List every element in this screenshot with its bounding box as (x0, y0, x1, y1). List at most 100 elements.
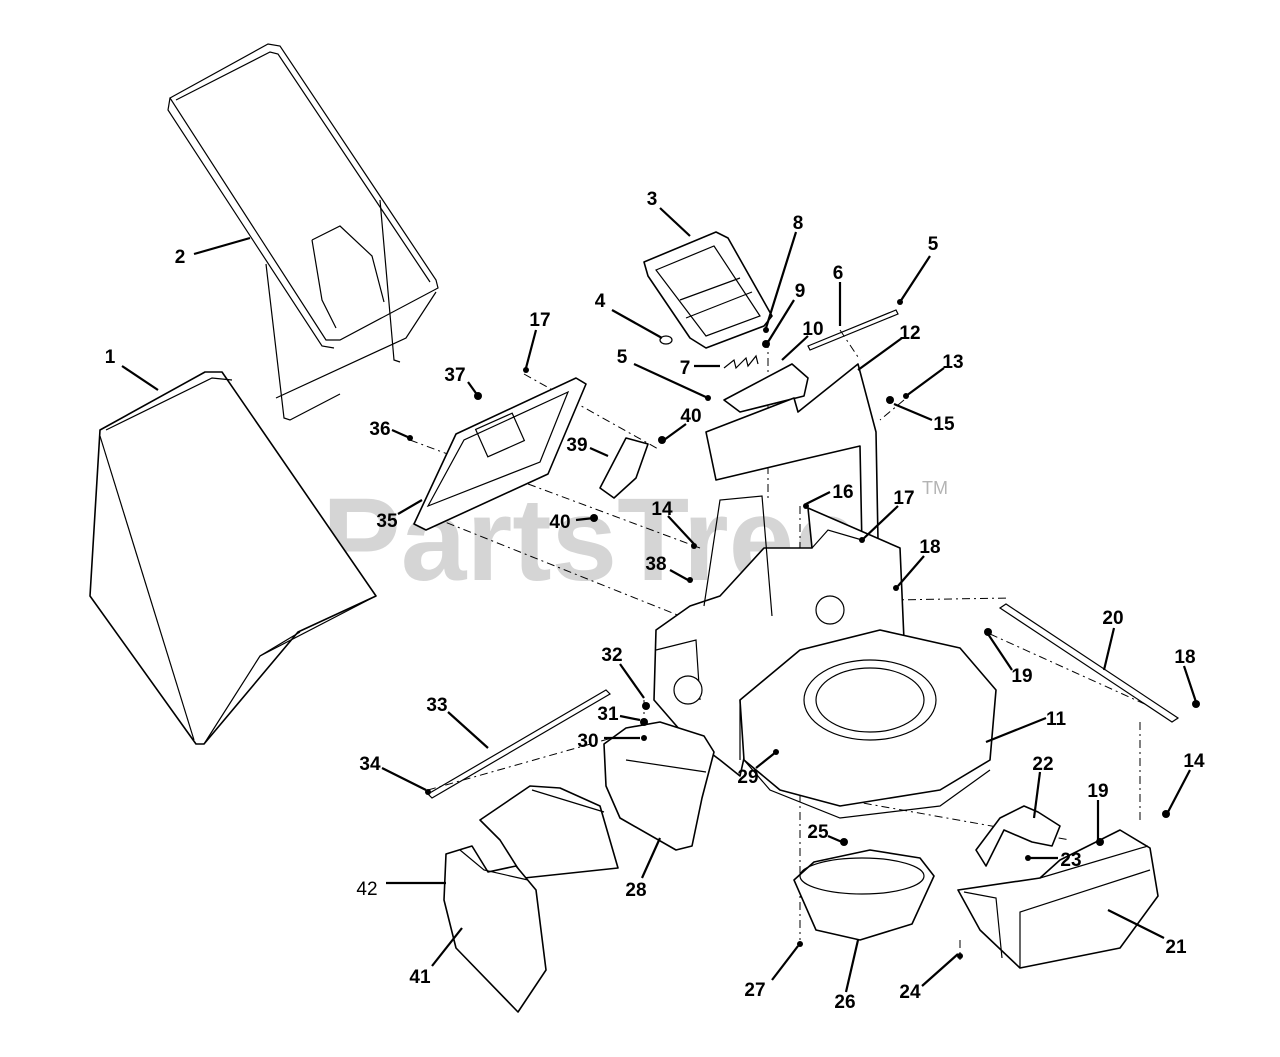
callout-leader-12 (857, 337, 903, 371)
callout-label-32: 32 (601, 645, 622, 666)
bag-frame (167, 43, 439, 421)
callout-leader-17b (861, 505, 899, 541)
callout-leader-14a (667, 515, 695, 545)
callout-label-18b: 18 (1174, 647, 1195, 668)
hinge-block (599, 437, 649, 499)
callout-label-10: 10 (802, 319, 823, 340)
callout-leader-4 (611, 309, 663, 339)
callout-labels: 1234556789101112131414151617171818191920… (105, 189, 1205, 1013)
blade-bowl (793, 849, 935, 941)
callout-leader-27 (771, 945, 799, 981)
callout-label-19b: 19 (1087, 781, 1108, 802)
callout-leader-2 (193, 236, 251, 256)
callout-leader-1 (121, 365, 159, 391)
callout-label-35: 35 (376, 511, 398, 532)
callout-leader-34 (381, 767, 427, 791)
callout-label-13: 13 (942, 352, 963, 373)
callout-leader-37 (467, 381, 479, 397)
callout-label-31: 31 (597, 704, 619, 725)
callout-label-27: 27 (744, 980, 765, 1001)
callout-label-41: 41 (409, 967, 431, 988)
callout-label-40b: 40 (549, 512, 570, 533)
callout-label-5a: 5 (928, 234, 939, 255)
callout-leader-16 (805, 491, 831, 505)
deck (739, 629, 997, 819)
callout-label-21: 21 (1165, 937, 1187, 958)
callout-label-36: 36 (369, 419, 390, 440)
callout-label-15: 15 (933, 414, 955, 435)
callout-label-38: 38 (645, 554, 666, 575)
callout-label-42: 42 (356, 879, 377, 900)
upper-handle (643, 231, 773, 349)
callout-leader-10 (781, 335, 809, 361)
callout-leader-22 (1032, 771, 1042, 819)
callout-leader-40a (663, 423, 687, 441)
rear-housing (957, 829, 1159, 969)
callout-label-25: 25 (807, 822, 829, 843)
callout-leader-11 (985, 716, 1047, 744)
callout-leader-31 (619, 714, 641, 722)
callout-leader-18b (1182, 665, 1198, 703)
rear-rod (998, 603, 1180, 723)
callout-label-24: 24 (899, 982, 921, 1003)
callout-label-19a: 19 (1011, 666, 1032, 687)
callout-label-28: 28 (625, 880, 646, 901)
discharge-chute (479, 785, 619, 879)
callout-leader-25 (827, 834, 843, 844)
callout-leader-24 (921, 953, 959, 987)
callout-label-11: 11 (1046, 709, 1067, 730)
callout-label-3: 3 (647, 189, 658, 210)
chute-cover (443, 845, 547, 1013)
callout-label-12: 12 (899, 323, 920, 344)
callout-leader-3 (659, 207, 691, 237)
callout-label-29: 29 (737, 767, 758, 788)
callout-label-23: 23 (1060, 850, 1081, 871)
watermark-trademark: TM (922, 478, 948, 498)
callout-label-5b: 5 (617, 347, 628, 368)
callout-leader-5a (899, 255, 931, 303)
callout-leader-33 (447, 711, 489, 749)
callout-leader-9 (767, 299, 795, 343)
callout-leader-35 (397, 499, 423, 515)
callout-leader-26 (844, 939, 860, 993)
callout-label-22: 22 (1032, 754, 1053, 775)
callout-leader-17a (524, 329, 538, 369)
callout-label-9: 9 (795, 281, 806, 302)
callout-label-30: 30 (577, 731, 598, 752)
callout-label-16: 16 (832, 482, 853, 503)
callout-label-7: 7 (680, 358, 691, 379)
callout-label-26: 26 (834, 992, 855, 1013)
callout-label-14a: 14 (651, 499, 673, 520)
side-door (413, 377, 587, 531)
callout-leader-19a (987, 633, 1013, 671)
callout-label-6: 6 (833, 263, 844, 284)
callout-leader-8 (764, 231, 798, 329)
spring (723, 354, 759, 370)
callout-leader-40b (575, 516, 595, 522)
callout-label-17b: 17 (893, 488, 914, 509)
callout-label-37: 37 (444, 365, 465, 386)
latch (975, 805, 1061, 867)
callout-leader-36 (391, 428, 411, 440)
callout-leader-41 (431, 927, 463, 967)
callout-leader-14b (1167, 769, 1191, 813)
callout-label-4: 4 (595, 291, 606, 312)
callout-label-17a: 17 (529, 310, 550, 331)
front-rod (427, 689, 611, 799)
callout-label-18a: 18 (919, 537, 940, 558)
callout-label-33: 33 (426, 695, 447, 716)
callout-leader-39 (589, 446, 609, 458)
callout-leader-21 (1107, 909, 1165, 939)
rod (807, 309, 899, 351)
callout-label-2: 2 (175, 247, 186, 268)
callout-leader-13 (905, 367, 945, 397)
callout-label-1: 1 (105, 347, 116, 368)
callout-leader-20 (1102, 627, 1116, 671)
callout-label-20: 20 (1102, 608, 1123, 629)
callout-leader-28 (640, 837, 662, 879)
callout-leader-29 (755, 751, 777, 769)
callout-label-14b: 14 (1183, 751, 1205, 772)
callout-label-8: 8 (793, 213, 804, 234)
rear-flap (603, 721, 715, 851)
